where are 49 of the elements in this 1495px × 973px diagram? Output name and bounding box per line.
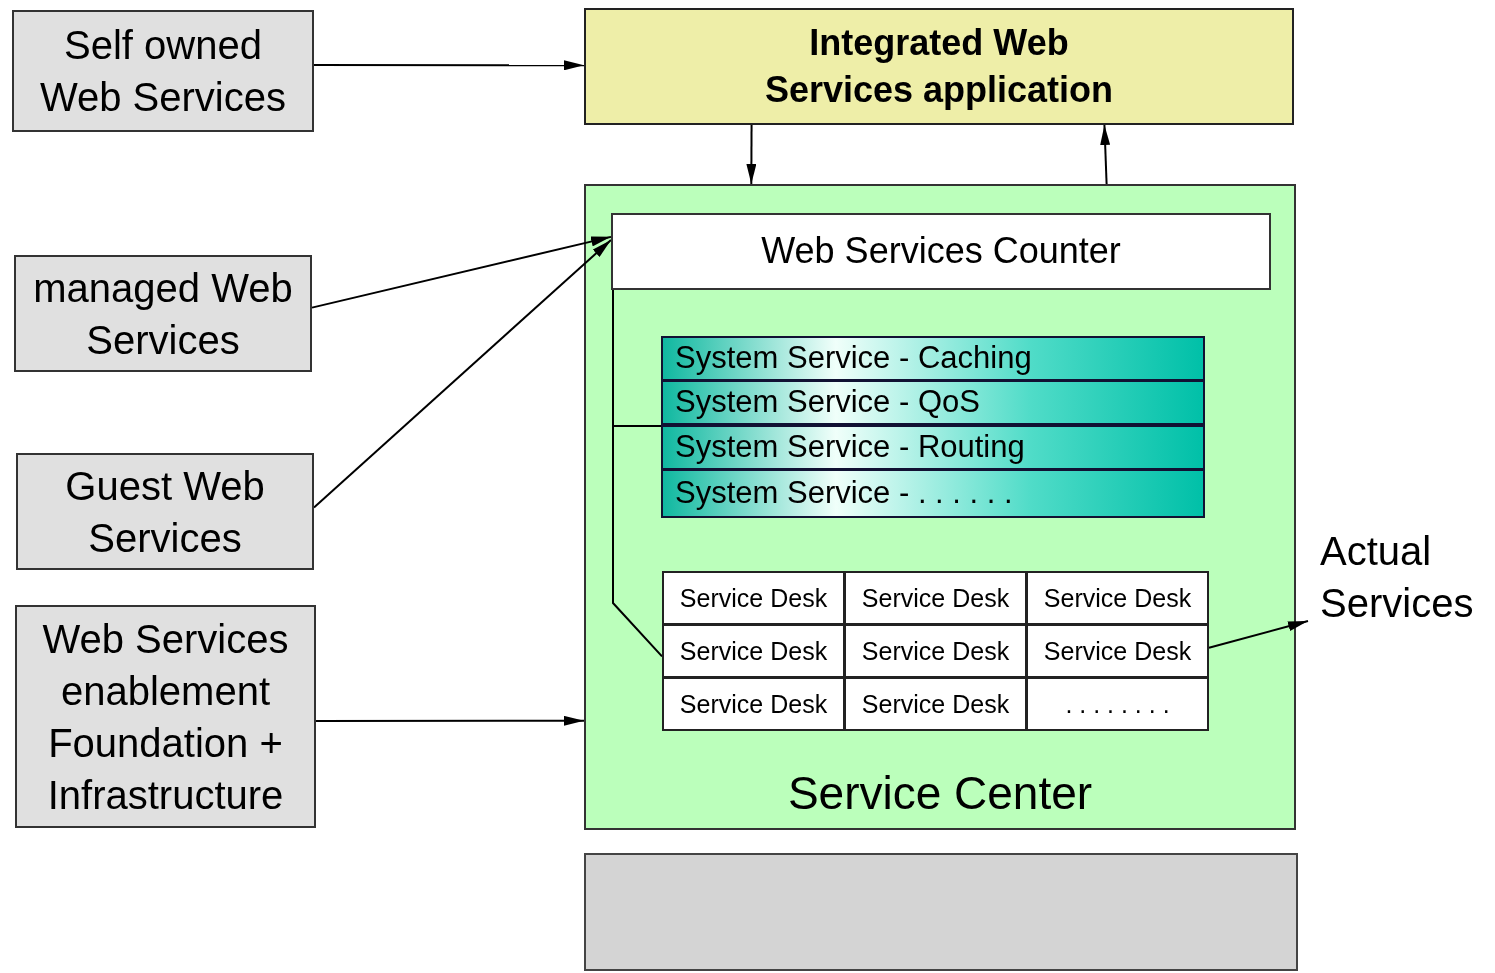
- connector-arrow: [746, 124, 757, 185]
- node-label: Service Desk: [861, 582, 1010, 614]
- node-label: Web Services enablement Foundation + Infrastructure: [41, 615, 290, 819]
- node-label: Service Desk: [679, 635, 828, 667]
- service-center-panel: [584, 184, 1296, 830]
- node-label: Guest Web Services: [64, 462, 266, 562]
- service-desk-cell: [844, 624, 1027, 678]
- process-box: [14, 255, 312, 372]
- connector-arrow: [1100, 124, 1111, 185]
- node-label: Actual Services: [1320, 528, 1475, 627]
- service-desk-cell: [662, 624, 845, 678]
- service-desk-cell: [844, 571, 1027, 625]
- counter-box: [611, 213, 1271, 290]
- process-box: [16, 453, 314, 570]
- connector-arrow: [313, 238, 612, 509]
- node-label: System Service - . . . . . .: [675, 474, 1013, 513]
- process-box: [15, 605, 316, 828]
- application-box: [584, 8, 1294, 125]
- node-label: Service Center: [787, 766, 1093, 822]
- system-service-row: [661, 469, 1205, 518]
- box-shape: [584, 853, 1298, 971]
- connector-arrow: [311, 235, 612, 309]
- service-desk-cell: [844, 677, 1027, 731]
- node-label: Service Desk: [1043, 635, 1192, 667]
- node-label: Service Desk: [679, 582, 828, 614]
- system-service-row: [661, 380, 1205, 425]
- node-label: Service Desk: [1043, 582, 1192, 614]
- node-label: System Service - QoS: [675, 383, 980, 422]
- system-service-row: [661, 336, 1205, 381]
- service-desk-cell: [1026, 677, 1209, 731]
- connector-arrow: [315, 715, 585, 726]
- node-label: Integrated Web Services application: [763, 20, 1115, 112]
- node-label: managed Web Services: [32, 264, 294, 364]
- connector-arrow: [313, 60, 585, 71]
- process-box: [12, 10, 314, 132]
- node-label: System Service - Routing: [675, 428, 1025, 467]
- connector-arrow: [1208, 620, 1309, 649]
- node-label: Web Services Counter: [761, 229, 1121, 274]
- node-label: Service Desk: [679, 688, 828, 720]
- node-label: . . . . . . . .: [1065, 688, 1170, 720]
- system-service-row: [661, 425, 1205, 470]
- node-label: Service Desk: [861, 688, 1010, 720]
- node-label: Self owned Web Services: [39, 22, 287, 121]
- service-desk-cell: [1026, 571, 1209, 625]
- node-label: System Service - Caching: [675, 339, 1032, 378]
- node-label: Service Desk: [861, 635, 1010, 667]
- service-desk-cell: [662, 571, 845, 625]
- service-desk-cell: [1026, 624, 1209, 678]
- service-desk-cell: [662, 677, 845, 731]
